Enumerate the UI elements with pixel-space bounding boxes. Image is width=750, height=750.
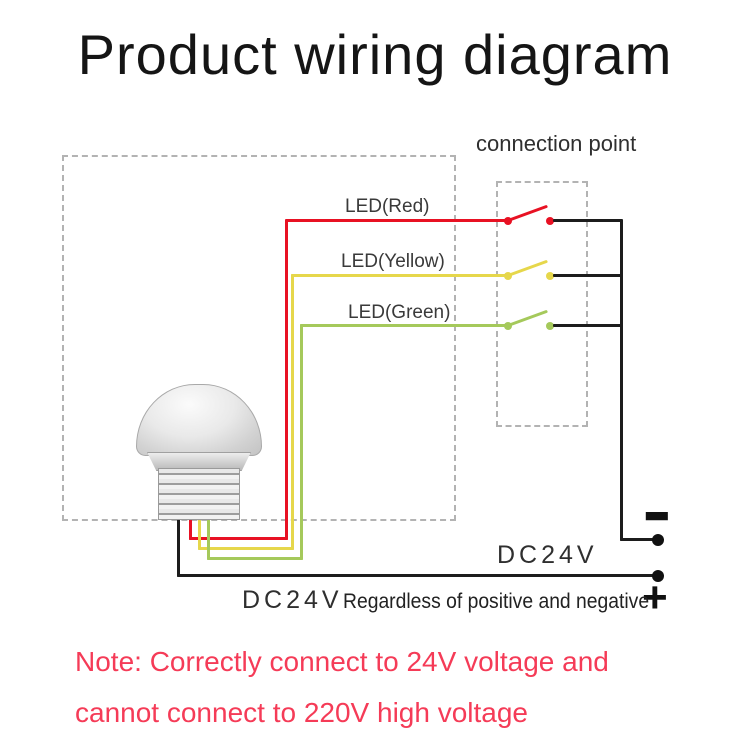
black-bus-vertical (620, 219, 623, 541)
green-wire-riser (300, 324, 303, 560)
page-title: Product wiring diagram (77, 23, 673, 86)
green-wire-bottom-run (207, 557, 303, 560)
red-wire-bottom-run (189, 537, 288, 540)
plus-terminal-dot (652, 570, 664, 582)
green-black-segment (553, 324, 622, 327)
connection-point-dashed-box (496, 181, 588, 427)
red-wire-device-drop (189, 517, 192, 540)
yellow-wire-horizontal (291, 274, 508, 277)
red-wire-riser (285, 219, 288, 540)
bottom-black-wire (177, 574, 659, 577)
yellow-black-segment (553, 274, 622, 277)
red-wire-horizontal (286, 219, 508, 222)
yellow-switch-right-dot (546, 272, 554, 280)
dc24v-bottom-label: DC24V (242, 586, 343, 614)
regardless-label: Regardless of positive and negative (342, 590, 649, 613)
yellow-wire-riser (291, 274, 294, 550)
note-line-1: Note: Correctly connect to 24V voltage a… (75, 646, 609, 677)
note-line-2: cannot connect to 220V high voltage (75, 697, 529, 728)
led-red-label: LED(Red) (345, 196, 430, 217)
led-yellow-label: LED(Yellow) (341, 251, 445, 272)
green-wire-device-drop (207, 517, 210, 560)
minus-terminal-dot (652, 534, 664, 546)
minus-branch (620, 538, 658, 541)
red-switch-right-dot (546, 217, 554, 225)
black-wire-from-device (177, 517, 180, 577)
red-black-segment (553, 219, 622, 222)
yellow-wire-device-drop (198, 517, 201, 550)
green-wire-horizontal (300, 324, 508, 327)
green-switch-right-dot (546, 322, 554, 330)
plus-sign: + (642, 573, 668, 622)
led-green-label: LED(Green) (348, 302, 451, 323)
dc24v-right-label: DC24V (497, 541, 598, 569)
connection-point-label: connection point (476, 131, 637, 156)
yellow-wire-bottom-run (198, 547, 294, 550)
device-dashed-box (62, 155, 456, 521)
minus-sign: − (644, 474, 670, 558)
signal-light-threaded-base (158, 468, 240, 520)
